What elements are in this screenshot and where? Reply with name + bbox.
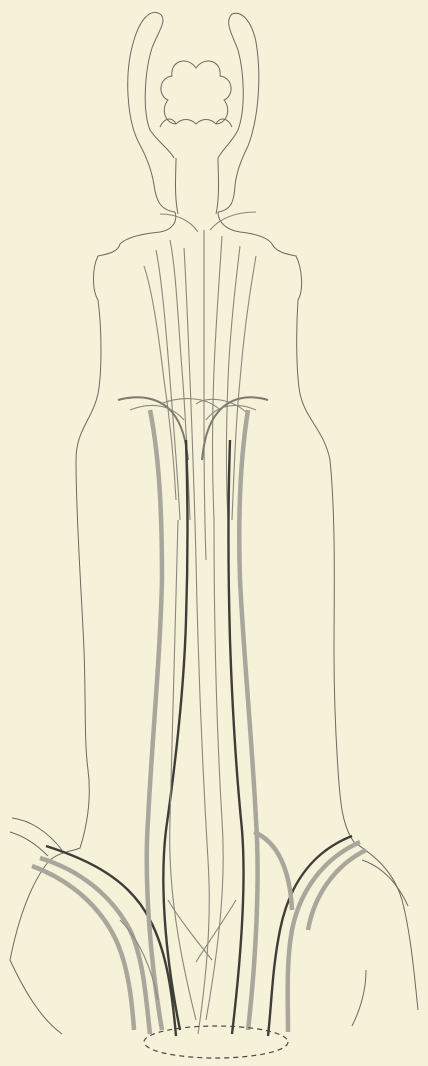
head-outline [128, 12, 259, 212]
grey-fibers [32, 410, 366, 1034]
dark-fibers [46, 440, 352, 1036]
base-ellipse [144, 1026, 288, 1058]
